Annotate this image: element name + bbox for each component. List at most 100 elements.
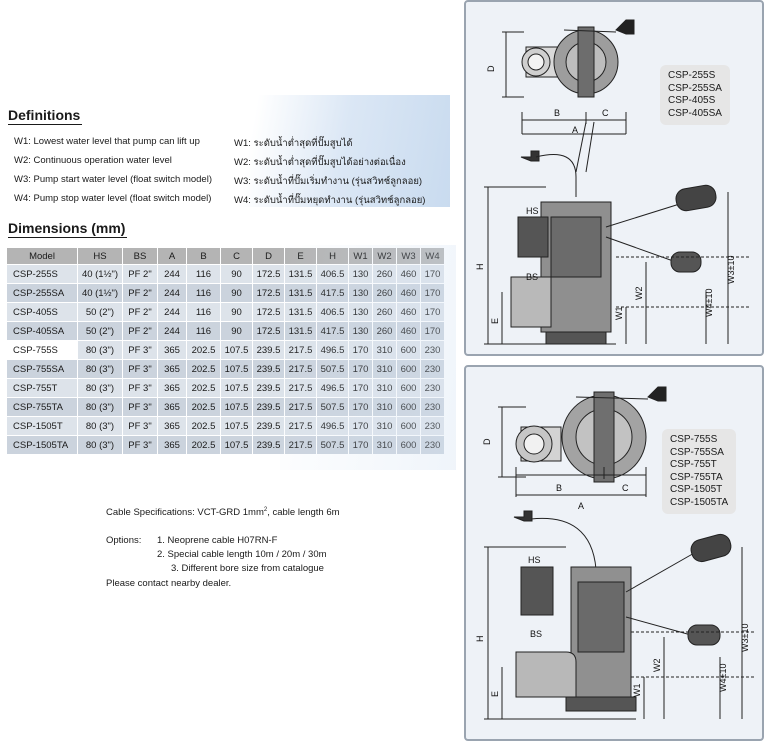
table-cell: 600 xyxy=(396,435,421,455)
label-bs-small: BS xyxy=(526,272,538,282)
table-cell: 202.5 xyxy=(186,416,221,436)
table-cell: 80 (3") xyxy=(77,416,123,436)
table-cell: 496.5 xyxy=(316,378,349,398)
table-cell: 170 xyxy=(348,359,373,379)
table-cell: PF 3" xyxy=(122,397,158,417)
table-cell: 107.5 xyxy=(220,435,253,455)
table-cell: 310 xyxy=(372,397,397,417)
table-header-row: Model HS BS A B C D E H W1 W2 W3 W4 xyxy=(6,247,445,265)
label-e-large: E xyxy=(490,691,500,697)
table-cell: 202.5 xyxy=(186,435,221,455)
table-cell: 239.5 xyxy=(252,416,285,436)
table-cell: 131.5 xyxy=(284,321,317,341)
table-cell: PF 3" xyxy=(122,340,158,360)
table-cell: 460 xyxy=(396,321,421,341)
cell-model: CSP-1505T xyxy=(6,416,78,436)
table-cell: 239.5 xyxy=(252,340,285,360)
table-cell: 172.5 xyxy=(252,264,285,284)
table-cell: 365 xyxy=(157,435,187,455)
header-w2: W2 xyxy=(372,247,397,265)
table-cell: 600 xyxy=(396,359,421,379)
label-w4-large: W4±10 xyxy=(718,664,728,692)
options-label: Options: xyxy=(106,535,142,546)
model-label: CSP-255SA xyxy=(668,82,722,94)
table-cell: 230 xyxy=(420,359,445,379)
table-cell: 107.5 xyxy=(220,378,253,398)
model-label: CSP-755SA xyxy=(670,446,724,458)
option-item-1: 1. Neoprene cable H07RN-F xyxy=(157,535,278,546)
label-c-small: C xyxy=(602,108,609,118)
table-cell: 217.5 xyxy=(284,435,317,455)
models-box-small: CSP-255S CSP-255SA CSP-405S CSP-405SA xyxy=(660,65,730,125)
model-label: CSP-1505TA xyxy=(670,496,729,508)
table-cell: 310 xyxy=(372,340,397,360)
cable-spec-sup: 2 xyxy=(263,507,268,513)
table-cell: 130 xyxy=(348,321,373,341)
cell-model: CSP-255S xyxy=(6,264,78,284)
pump-diagram-large: D B C A H HS BS E W1 W2 W3±10 W4±10 xyxy=(475,386,756,720)
label-c-large: C xyxy=(622,483,629,493)
table-cell: 170 xyxy=(420,264,445,284)
table-cell: 417.5 xyxy=(316,321,349,341)
definition-w2-th: W2: ระดับน้ำต่ำสุดที่ปั๊มสูบได้อย่างต่อเ… xyxy=(234,157,406,168)
table-cell: 507.5 xyxy=(316,397,349,417)
label-w3-small: W3±10 xyxy=(726,256,736,284)
cable-spec-tail: , cable length 6m xyxy=(267,507,340,519)
table-cell: 170 xyxy=(420,321,445,341)
table-cell: 202.5 xyxy=(186,359,221,379)
table-cell: PF 3" xyxy=(122,378,158,398)
table-cell: 365 xyxy=(157,416,187,436)
cell-model: CSP-755S xyxy=(6,340,78,360)
table-cell: 131.5 xyxy=(284,264,317,284)
cable-specifications: Cable Specifications: VCT-GRD 1mm2, cabl… xyxy=(106,507,340,518)
table-cell: 202.5 xyxy=(186,397,221,417)
cell-model: CSP-755T xyxy=(6,378,78,398)
cell-model: CSP-405SA xyxy=(6,321,78,341)
table-cell: 406.5 xyxy=(316,302,349,322)
header-w4: W4 xyxy=(420,247,445,265)
table-cell: 107.5 xyxy=(220,397,253,417)
definition-w3-th: W3: ระดับน้ำที่ปั๊มเริ่มทำงาน (รุ่นสวิทช… xyxy=(234,176,423,187)
table-cell: 365 xyxy=(157,340,187,360)
model-label: CSP-1505T xyxy=(670,484,723,495)
definitions-title: Definitions xyxy=(8,107,83,125)
model-label: CSP-755S xyxy=(670,434,718,445)
table-cell: 239.5 xyxy=(252,378,285,398)
table-cell: 230 xyxy=(420,397,445,417)
label-d-large: D xyxy=(482,438,492,445)
table-cell: 90 xyxy=(220,321,253,341)
table-cell: 130 xyxy=(348,283,373,303)
table-cell: 217.5 xyxy=(284,340,317,360)
table-cell: PF 2" xyxy=(122,302,158,322)
table-cell: 90 xyxy=(220,302,253,322)
header-w1: W1 xyxy=(348,247,373,265)
table-cell: 172.5 xyxy=(252,321,285,341)
label-w2-small: W2 xyxy=(634,287,644,301)
pump-diagram-small: D B C A H HS BS E W1 W2 W3±10 W4±10 xyxy=(475,19,751,345)
cell-model: CSP-755TA xyxy=(6,397,78,417)
table-cell: 172.5 xyxy=(252,283,285,303)
table-cell: 80 (3") xyxy=(77,340,123,360)
table-cell: PF 2" xyxy=(122,283,158,303)
definition-w4-th: W4: ระดับน้ำที่ปั๊มหยุดทำงาน (รุ่นสวิทช์… xyxy=(234,195,426,206)
model-label: CSP-405S xyxy=(668,95,716,106)
definition-w4-en: W4: Pump stop water level (float switch … xyxy=(14,193,212,204)
table-cell: 230 xyxy=(420,435,445,455)
label-e-small: E xyxy=(490,318,500,324)
header-b: B xyxy=(186,247,221,265)
label-b-large: B xyxy=(556,483,562,493)
table-cell: 131.5 xyxy=(284,283,317,303)
table-cell: 217.5 xyxy=(284,359,317,379)
dimensions-title: Dimensions (mm) xyxy=(8,220,128,238)
diagram-panel-large: D B C A H HS BS E W1 W2 W3±10 W4±10 CSP-… xyxy=(464,365,764,741)
model-label: CSP-755TA xyxy=(670,471,723,483)
table-cell: 365 xyxy=(157,378,187,398)
table-cell: 260 xyxy=(372,264,397,284)
table-cell: 310 xyxy=(372,359,397,379)
header-h: H xyxy=(316,247,349,265)
